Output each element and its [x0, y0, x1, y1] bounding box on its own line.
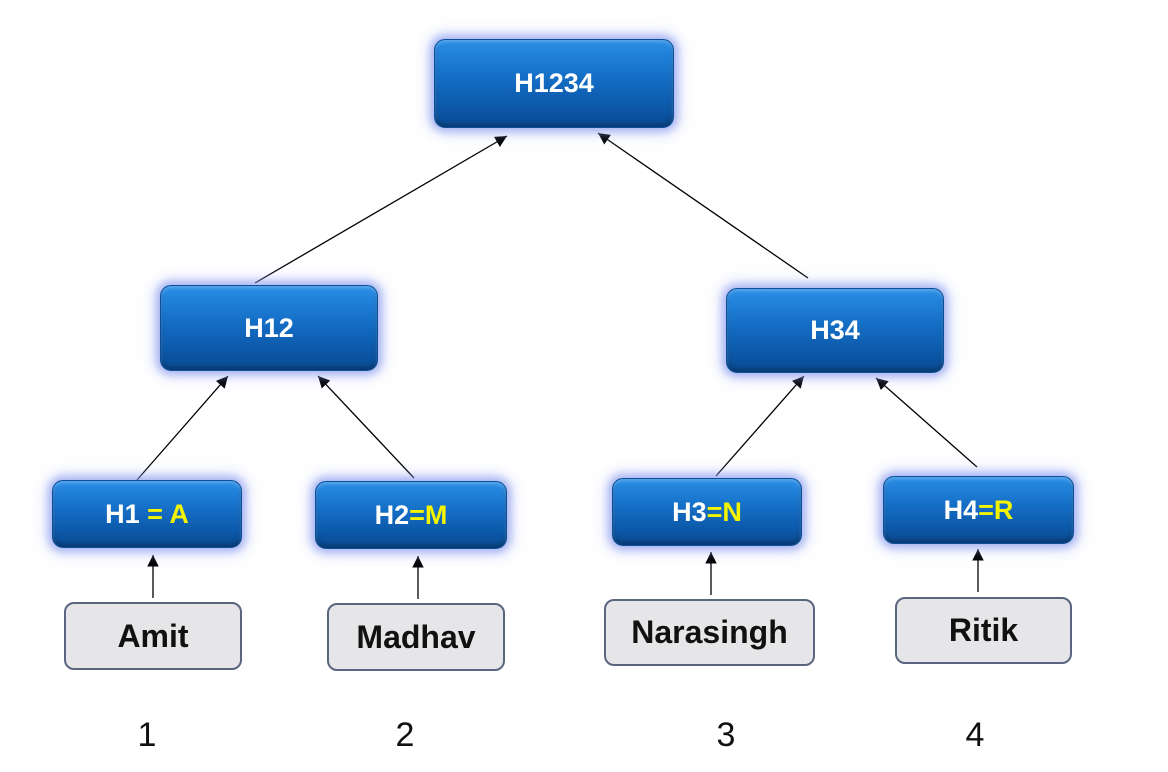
leaf-label: Madhav — [356, 618, 476, 655]
hash-node-label: H12 — [244, 312, 294, 343]
hash-node-h2: H2=M — [315, 481, 507, 549]
hash-node-h12: H12 — [160, 285, 378, 371]
root-hash-node: H1234 — [434, 39, 674, 128]
hash-node-base: H2 — [374, 499, 410, 530]
leaf-index-1: 1 — [137, 716, 157, 754]
leaf-label: Amit — [117, 617, 189, 654]
hash-node-h4: H4=R — [883, 476, 1074, 544]
leaf-box-madhav: Madhav — [327, 603, 505, 671]
edge-h34-to-h1234 — [597, 132, 809, 279]
hash-node-base: H3 — [672, 496, 707, 527]
hash-node-base: H4 — [943, 494, 979, 525]
hash-node-h34: H34 — [726, 288, 944, 373]
leaf-index-3: 3 — [716, 716, 736, 754]
leaf-label: Ritik — [948, 612, 1019, 648]
leaf-box-ritik: Ritik — [895, 597, 1072, 664]
hash-node-label: H34 — [810, 315, 860, 345]
leaf-box-narasingh: Narasingh — [604, 599, 815, 666]
hash-node-base: H1 — [105, 498, 148, 529]
hash-node-assignment: = A — [147, 498, 189, 529]
hash-node-h3: H3=N — [612, 478, 802, 546]
leaf-box-amit: Amit — [64, 602, 242, 670]
leaf-index-4: 4 — [965, 716, 985, 754]
hash-node-assignment: =N — [706, 496, 742, 527]
hash-node-assignment: =R — [978, 494, 1014, 525]
edge-h12-to-h1234 — [254, 135, 508, 284]
hash-node-h1: H1 = A — [52, 480, 242, 548]
edge-h3-to-h34 — [715, 375, 805, 477]
root-hash-label: H1234 — [514, 68, 594, 98]
leaf-label: Narasingh — [631, 614, 788, 650]
hash-node-assignment: =M — [409, 499, 448, 530]
edge-h1-to-h12 — [136, 375, 229, 481]
edge-h2-to-h12 — [317, 375, 415, 479]
leaf-index-2: 2 — [395, 716, 415, 754]
edge-h4-to-h34 — [875, 377, 978, 468]
